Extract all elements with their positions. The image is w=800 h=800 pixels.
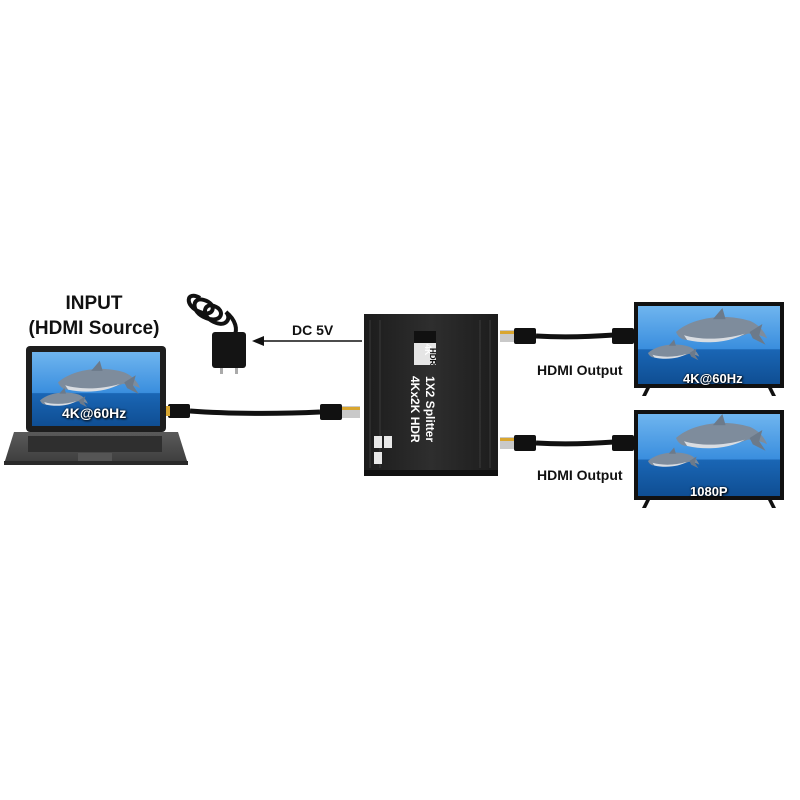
tv-1-resolution: 4K@60Hz bbox=[683, 371, 743, 386]
input-title-line2: (HDMI Source) bbox=[28, 318, 160, 339]
badge-hdr-text: HDR bbox=[428, 348, 437, 366]
hdmi-splitter: 4K HDR 1X2 Splitter 4Kx2K HDR bbox=[364, 314, 498, 476]
output-1-label: HDMI Output bbox=[537, 362, 623, 378]
output-hdmi-cable-1 bbox=[500, 328, 634, 344]
port-label bbox=[374, 436, 382, 448]
splitter-title-1: 1X2 Splitter bbox=[423, 376, 437, 442]
output-hdmi-cable-2 bbox=[500, 435, 634, 451]
port-label bbox=[384, 436, 392, 448]
port-label bbox=[374, 452, 382, 464]
tv-2 bbox=[634, 410, 784, 508]
input-hdmi-cable bbox=[166, 404, 360, 420]
tv-2-resolution: 1080P bbox=[690, 484, 728, 499]
dc-arrow bbox=[252, 336, 362, 346]
dc-label: DC 5V bbox=[292, 322, 334, 338]
input-title: INPUT (HDMI Source) bbox=[20, 291, 168, 341]
tv-1 bbox=[634, 302, 784, 396]
splitter-title-2: 4Kx2K HDR bbox=[408, 376, 422, 443]
badge-4k-text: 4K bbox=[423, 344, 433, 356]
output-2-label: HDMI Output bbox=[537, 467, 623, 483]
keyboard-keys bbox=[28, 436, 162, 452]
touchpad bbox=[78, 453, 112, 461]
adapter-body bbox=[212, 332, 246, 368]
laptop-resolution: 4K@60Hz bbox=[62, 405, 127, 421]
laptop bbox=[4, 346, 188, 465]
input-title-line1: INPUT bbox=[65, 293, 123, 314]
power-adapter bbox=[186, 293, 246, 374]
